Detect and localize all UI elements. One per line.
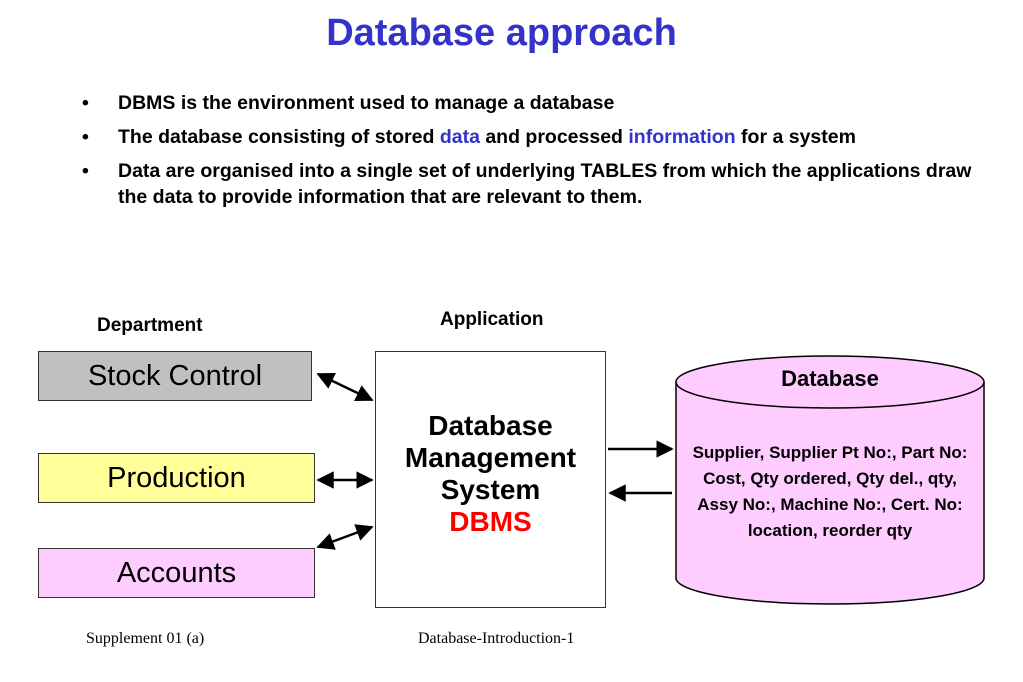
dbms-line-3: System <box>440 474 541 505</box>
accounts-label: Accounts <box>116 556 237 589</box>
stock-control-label: Stock Control <box>87 359 263 392</box>
database-content: Supplier, Supplier Pt No:, Part No: Cost… <box>692 443 968 540</box>
accounts-box: Accounts <box>38 548 315 598</box>
bullet-item: • The database consisting of stored data… <box>82 124 1002 150</box>
database-title: Database <box>781 366 879 391</box>
bullet-text: Data are organised into a single set of … <box>118 160 972 208</box>
department-label: Department <box>97 315 203 336</box>
bullet-text: and processed <box>479 126 629 148</box>
bullet-text: for a system <box>735 126 856 148</box>
production-box: Production <box>38 453 315 503</box>
dbms-application-box: Database Management System DBMS <box>375 351 606 608</box>
bullet-text: DBMS is the environment used to manage a… <box>118 92 615 114</box>
highlight-information: information <box>628 126 736 148</box>
stock-control-box: Stock Control <box>38 351 312 401</box>
dbms-acronym: DBMS <box>449 506 532 537</box>
production-label: Production <box>107 461 246 494</box>
footer-left: Supplement 01 (a) <box>86 630 205 647</box>
arrow-accounts-app <box>316 524 374 550</box>
footer-center: Database-Introduction-1 <box>418 630 575 647</box>
dbms-line-2: Management <box>404 442 577 473</box>
dbms-line-1: Database <box>428 410 553 441</box>
bullet-dot: • <box>82 126 89 148</box>
bullet-item: • DBMS is the environment used to manage… <box>82 90 1002 116</box>
highlight-data: data <box>439 126 480 148</box>
slide-title: Database approach <box>326 12 677 54</box>
bullet-dot: • <box>82 160 89 182</box>
application-label: Application <box>440 309 544 330</box>
bullet-item: • Data are organised into a single set o… <box>82 158 1002 210</box>
bullet-text: The database consisting of stored <box>118 126 440 148</box>
arrow-stock-app <box>316 372 374 402</box>
bullet-list: • DBMS is the environment used to manage… <box>82 90 1002 218</box>
bullet-dot: • <box>82 92 89 114</box>
